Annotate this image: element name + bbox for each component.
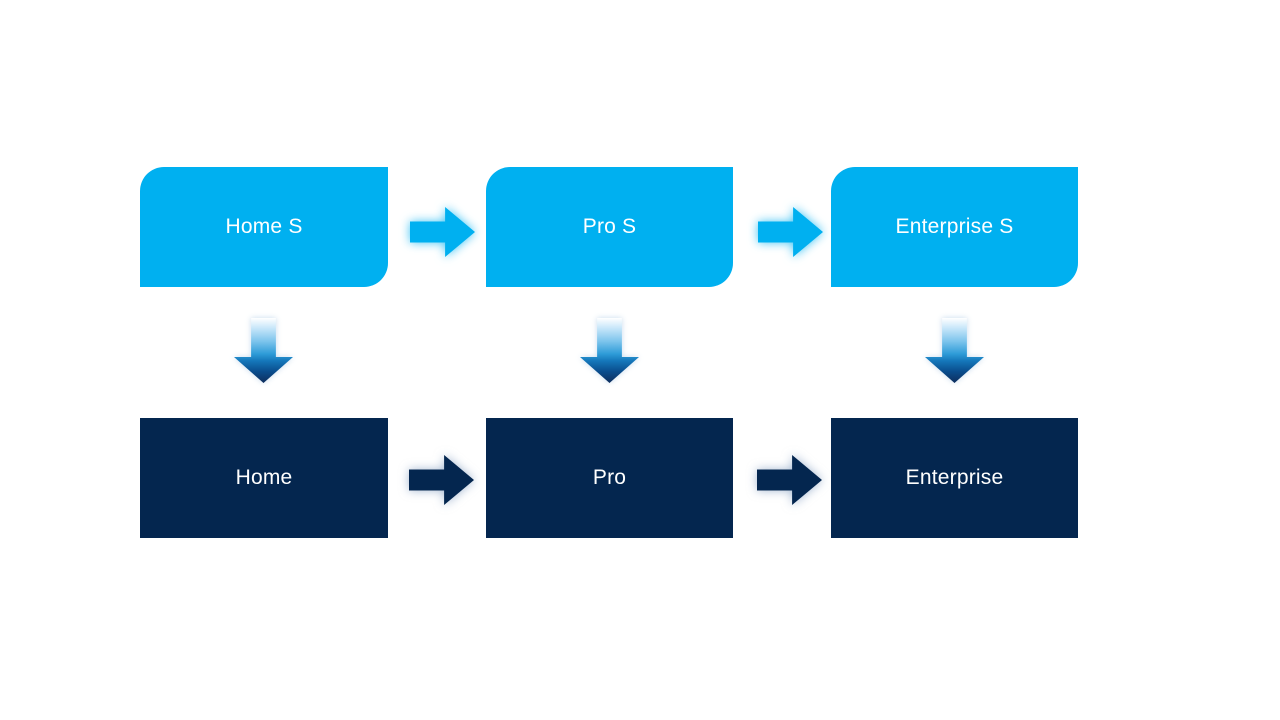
node-pro-s-label: Pro S — [582, 215, 637, 238]
down-arrow-icon — [580, 318, 639, 383]
right-arrow-icon — [410, 207, 475, 257]
right-arrow-shape — [410, 207, 475, 257]
node-enterprise-s: Enterprise S — [831, 167, 1078, 287]
node-home: Home — [140, 418, 388, 538]
node-pro: Pro — [486, 418, 733, 538]
node-home-label: Home — [235, 466, 293, 489]
right-arrow-icon — [758, 207, 823, 257]
node-enterprise: Enterprise — [831, 418, 1078, 538]
node-enterprise-s-label: Enterprise S — [895, 215, 1014, 238]
node-pro-s: Pro S — [486, 167, 733, 287]
node-home-s: Home S — [140, 167, 388, 287]
right-arrow-icon — [757, 455, 822, 505]
right-arrow-shape — [757, 455, 822, 505]
node-pro-label: Pro — [592, 466, 627, 489]
right-arrow-shape — [758, 207, 823, 257]
node-enterprise-label: Enterprise — [905, 466, 1004, 489]
down-arrow-shape — [580, 318, 639, 383]
node-home-s-label: Home S — [225, 215, 303, 238]
down-arrow-icon — [925, 318, 984, 383]
down-arrow-shape — [234, 318, 293, 383]
right-arrow-icon — [409, 455, 474, 505]
down-arrow-icon — [234, 318, 293, 383]
down-arrow-shape — [925, 318, 984, 383]
right-arrow-shape — [409, 455, 474, 505]
